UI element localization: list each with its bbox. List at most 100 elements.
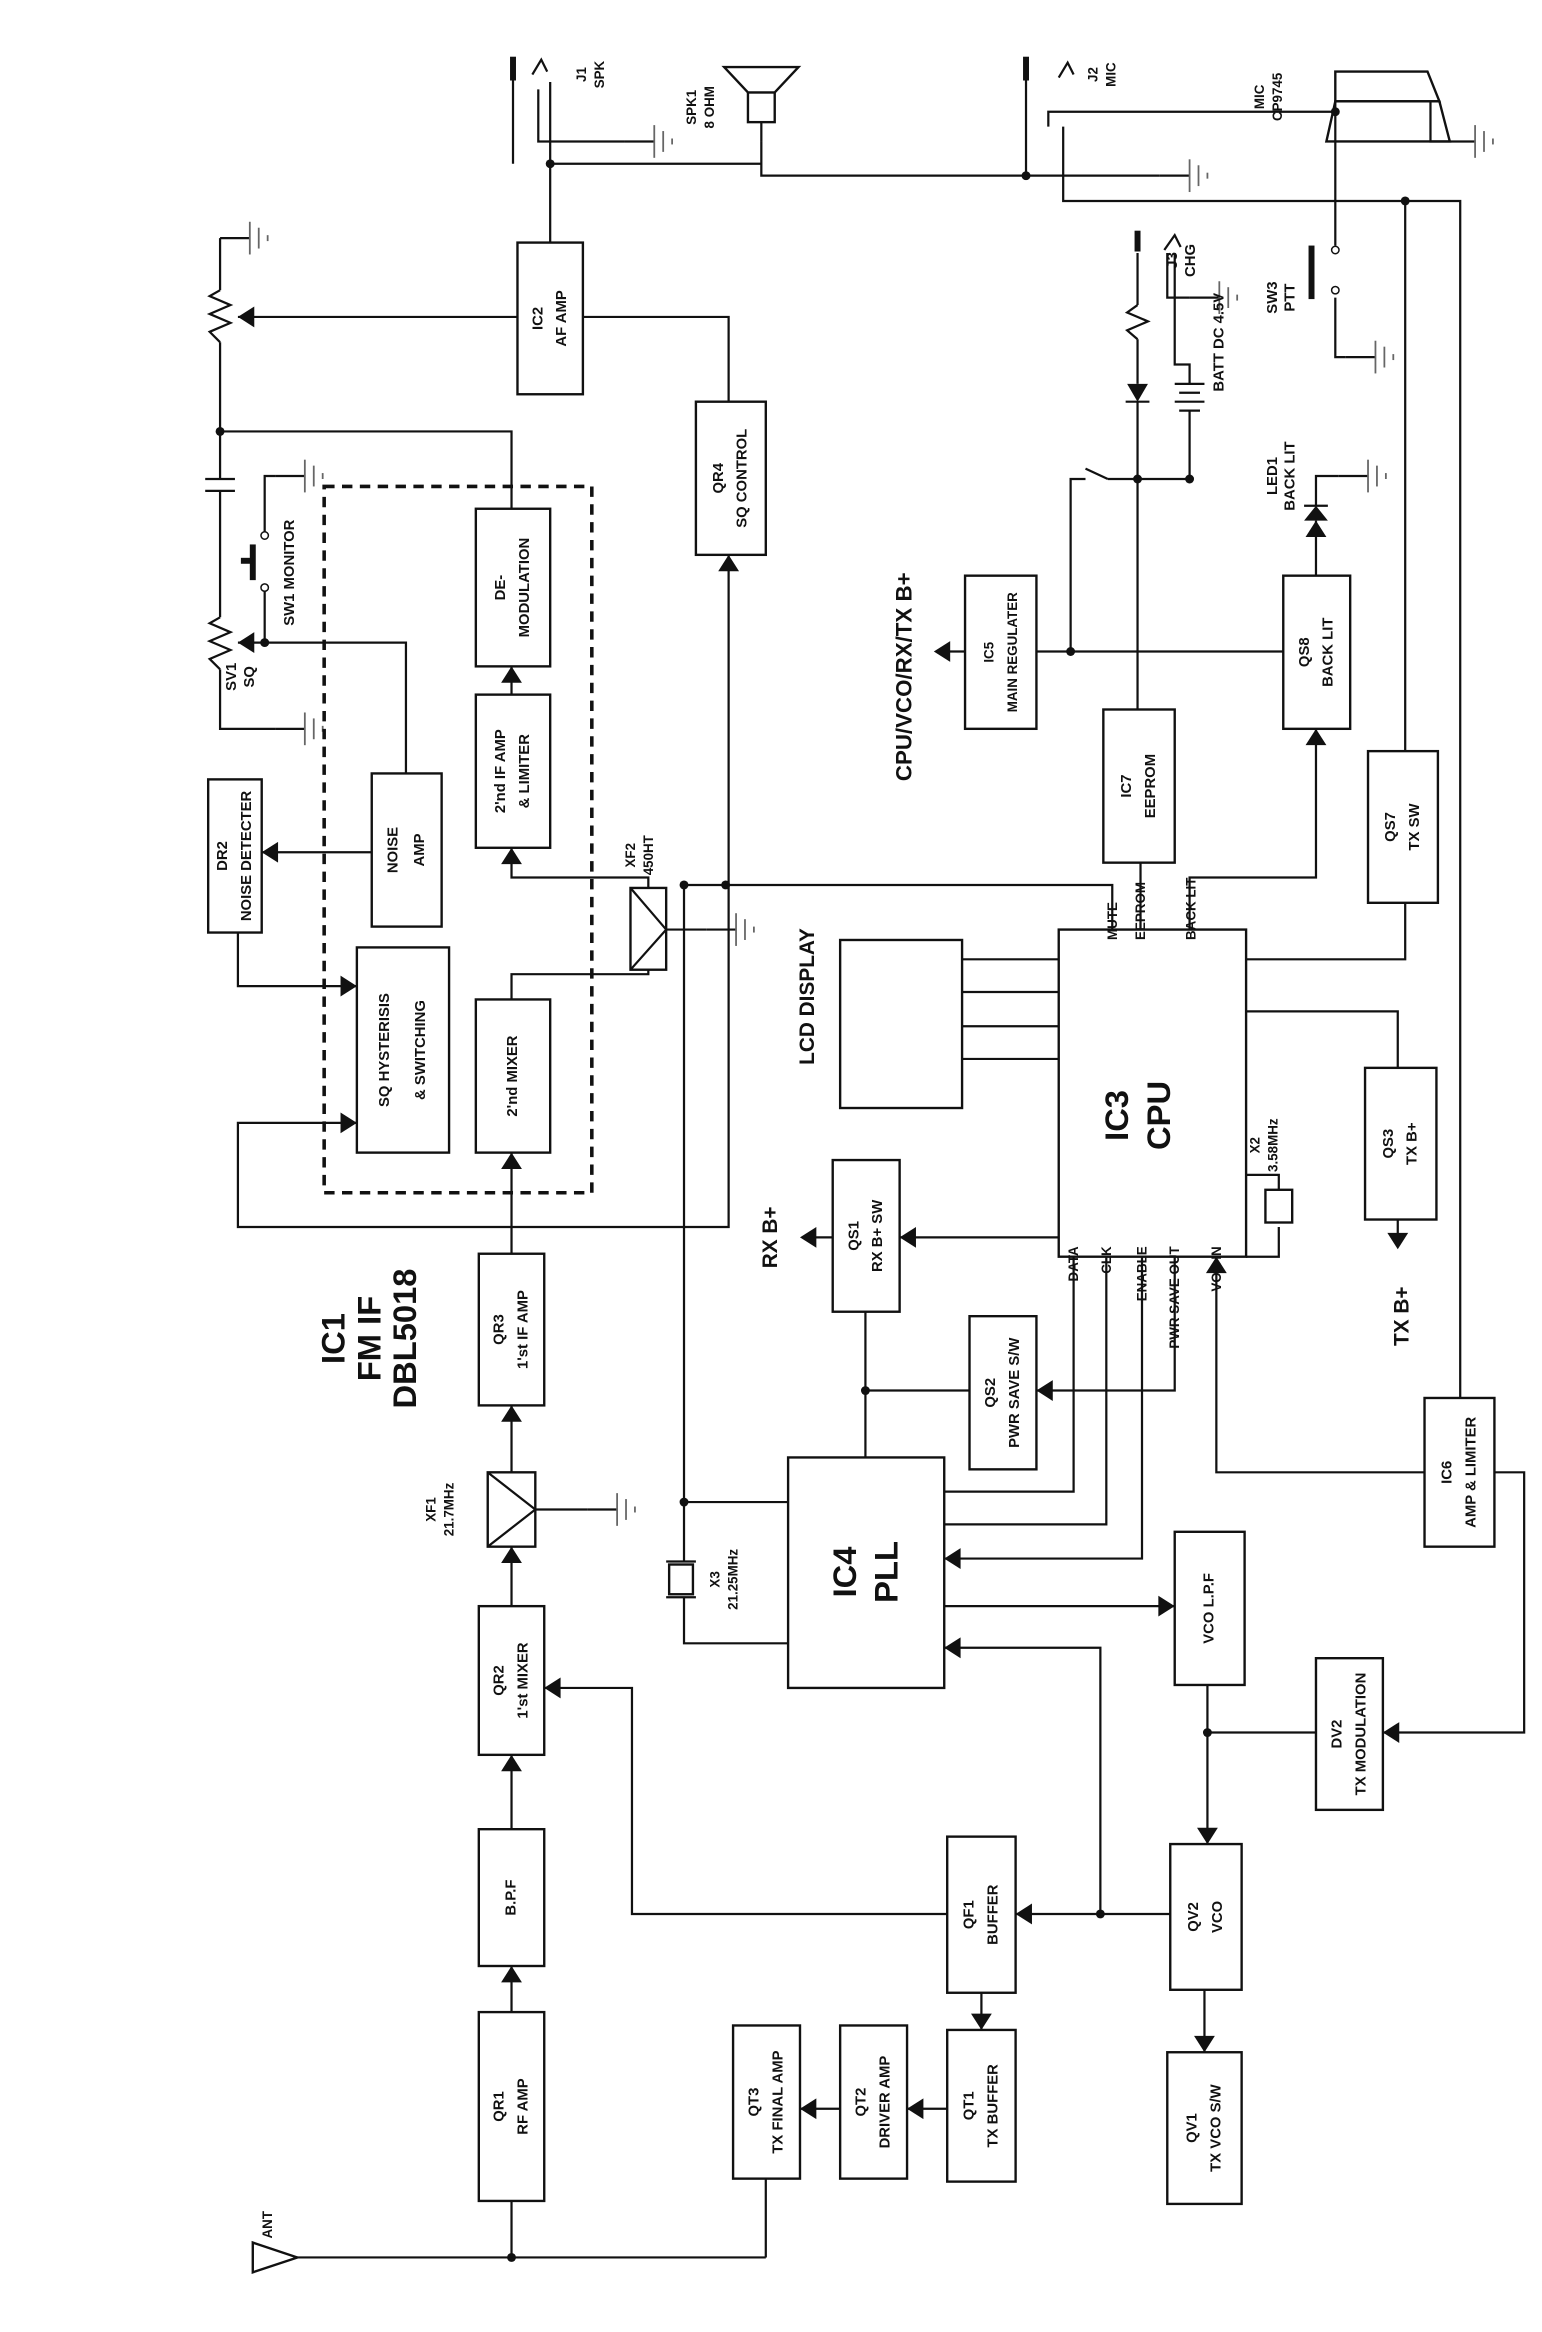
block-ic2-label-line: IC2 — [530, 307, 546, 330]
block-sqh-label-line: & SWITCHING — [413, 1000, 429, 1100]
arrow-head — [1205, 1256, 1227, 1274]
block-ic2 — [516, 241, 585, 396]
microphone-icon — [1334, 70, 1442, 103]
arrow-head — [1382, 1722, 1400, 1743]
block-qs8-label-line: BACK LIT — [1321, 618, 1337, 687]
block-qf1-label-line: BUFFER — [985, 1884, 1001, 1945]
cpu-pin-eeprom: EEPROM — [1133, 882, 1148, 940]
block-mix2 — [474, 998, 552, 1154]
label-j3-line: CHG — [1183, 244, 1199, 277]
label-j1-line: SPK — [592, 60, 607, 88]
block-vcolpf — [1173, 1530, 1246, 1687]
pushbutton-icon — [240, 557, 253, 564]
wire — [1166, 252, 1190, 299]
label-sv1-line: SQ — [242, 666, 258, 687]
wire — [1047, 110, 1336, 127]
block-ic3-label-line: IC3 — [1098, 1090, 1135, 1141]
block-qs2-label-line: PWR SAVE S/W — [1007, 1337, 1023, 1448]
wire — [1069, 477, 1086, 652]
block-qr3 — [477, 1252, 546, 1407]
block-if2 — [474, 693, 552, 849]
jack-j2-icon — [1057, 60, 1075, 79]
label-mic-line: MIC — [1252, 84, 1267, 109]
arrow-head — [501, 1152, 522, 1169]
block-ic5-label-line: IC5 — [981, 641, 996, 662]
block-ic4-label-line: PLL — [868, 1541, 905, 1603]
potentiometer-icon — [206, 289, 234, 344]
block-qv1-label-line: QV1 — [1185, 2113, 1201, 2143]
block-qr2-label-line: 1'st MIXER — [515, 1642, 531, 1718]
block-qr2 — [477, 1604, 546, 1757]
label-ant-line: ANT — [260, 2210, 275, 2238]
arrow-head — [501, 847, 522, 865]
label-sw3-line: PTT — [1283, 284, 1299, 312]
arrow-head — [933, 641, 951, 662]
arrow-head — [1305, 520, 1327, 538]
label-j2-line: J2 — [1085, 67, 1100, 82]
label-x3-line: 21.25MHz — [726, 1549, 741, 1610]
block-qv2-label-line: QV2 — [1186, 1902, 1202, 1932]
block-sqh — [355, 946, 451, 1154]
label-ic1-line: IC1 — [315, 1313, 352, 1364]
block-dv2-label-line: TX MODULATION — [1353, 1673, 1369, 1796]
jack-j1-icon — [510, 56, 516, 81]
wire — [684, 883, 1114, 930]
wire — [1246, 1226, 1280, 1258]
wire — [1246, 902, 1407, 961]
block-qs2 — [968, 1314, 1038, 1471]
block-bpf-label-line: B.P.F — [504, 1880, 520, 1916]
crystal-x2-icon — [1264, 1188, 1294, 1224]
wire — [237, 641, 408, 774]
block-qr1-label-line: RF AMP — [515, 2078, 531, 2134]
cpu-pin-mute: MUTE — [1105, 902, 1120, 940]
block-qs8-label-line: QS8 — [1297, 637, 1313, 667]
block-demod-label-line: MODULATION — [517, 538, 533, 638]
wire — [1382, 1471, 1526, 1734]
block-qt1 — [946, 2028, 1017, 2183]
wire — [218, 669, 276, 730]
label-sw3-line: SW3 — [1265, 282, 1281, 314]
block-namp-label-line: NOISE — [385, 827, 401, 873]
block-ic6-label-line: AMP & LIMITER — [1463, 1416, 1479, 1527]
cpu-pin-enable: ENABLE — [1135, 1246, 1150, 1301]
block-bpf — [477, 1828, 546, 1968]
block-qs1-label-line: QS1 — [846, 1221, 862, 1251]
arrow-head — [899, 1226, 916, 1248]
arrow-head — [970, 2013, 992, 2030]
label-ic1-line: DBL5018 — [386, 1269, 423, 1409]
wire — [582, 315, 730, 402]
block-ic6-label-line: IC6 — [1440, 1461, 1456, 1484]
block-ic4-label-line: IC4 — [826, 1546, 863, 1598]
block-qs1 — [831, 1158, 901, 1313]
label-mic-line: CP9745 — [1270, 72, 1285, 121]
arrow-head — [544, 1677, 561, 1699]
resistor-icon — [1124, 304, 1151, 341]
label-x2-line: X2 — [1248, 1137, 1263, 1153]
potentiometer-icon — [206, 616, 234, 671]
arrow-head — [1197, 1827, 1218, 1845]
block-qs3 — [1363, 1066, 1438, 1221]
block-dv2-label-line: DV2 — [1330, 1720, 1346, 1749]
ptt-button-icon — [1308, 245, 1315, 300]
label-spk1-line: 8 OHM — [702, 86, 717, 128]
wire — [236, 554, 730, 1229]
microphone-icon — [1324, 100, 1452, 143]
block-qr1-label-line: QR1 — [492, 2091, 508, 2122]
arrow-head — [501, 1546, 522, 1564]
arrow-head — [237, 632, 255, 653]
wire — [1036, 1256, 1176, 1392]
block-qt3-label-line: QT3 — [747, 2088, 763, 2117]
label-batt-line: BATT DC 4.5V — [1211, 293, 1227, 392]
arrow-head — [907, 2098, 924, 2120]
label-sw1-line: SW1 MONITOR — [282, 519, 298, 625]
block-qv2-label-line: VCO — [1210, 1901, 1226, 1933]
wire — [544, 1686, 948, 1916]
label-xf1-line: 21.7MHz — [442, 1482, 457, 1536]
switch-contact — [1330, 285, 1340, 295]
wire — [263, 474, 276, 536]
label-j2-line: MIC — [1103, 62, 1118, 87]
label-lcd-line: LCD DISPLAY — [796, 928, 819, 1065]
junction-dot — [721, 880, 731, 890]
switch-contact — [260, 583, 270, 593]
